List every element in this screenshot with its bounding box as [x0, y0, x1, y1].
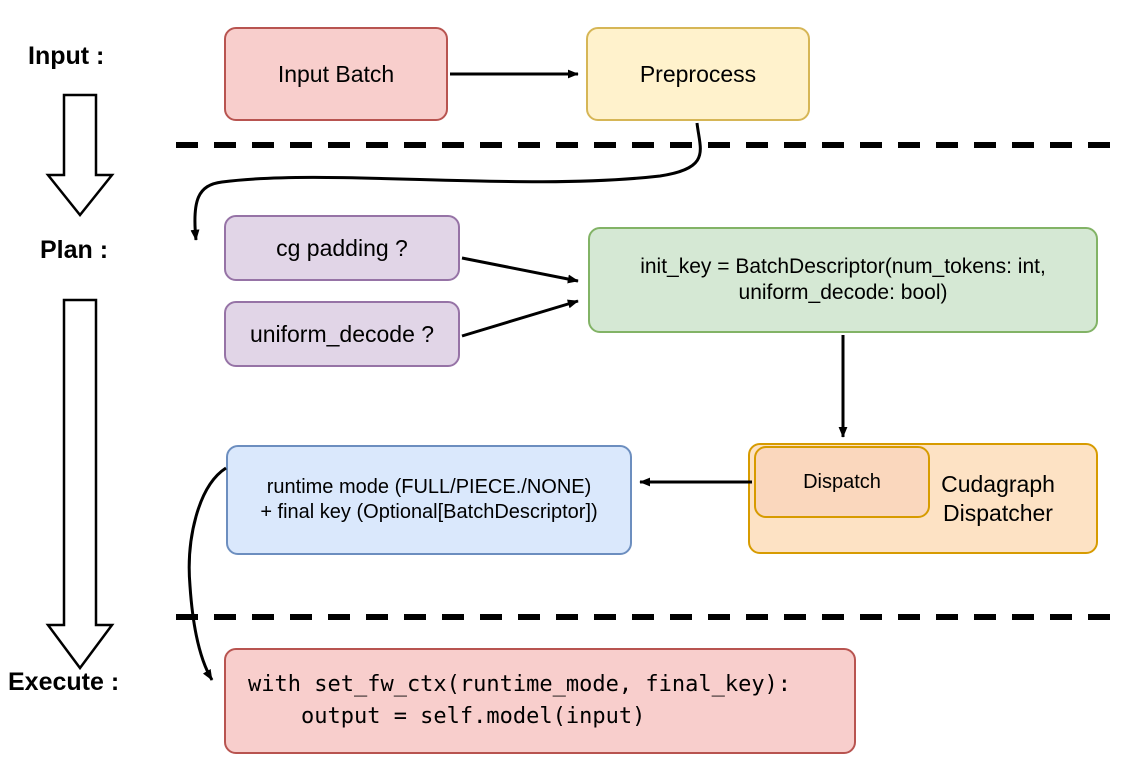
arrow-cg-padding-to-init-key [461, 256, 579, 284]
node-dispatch[interactable]: Dispatch [754, 446, 930, 518]
node-init-key-line1: init_key = BatchDescriptor(num_tokens: i… [640, 254, 1046, 278]
node-runtime-mode-line2: + final key (Optional[BatchDescriptor]) [260, 501, 598, 523]
node-execute-code[interactable]: with set_fw_ctx(runtime_mode, final_key)… [224, 648, 856, 754]
stage-label-plan: Plan : [40, 236, 109, 264]
node-execute-code-line1: with set_fw_ctx(runtime_mode, final_key)… [248, 672, 792, 698]
node-runtime-mode-line1: runtime mode (FULL/PIECE./NONE) [266, 476, 592, 498]
node-init-key-line2: uniform_decode: bool) [738, 281, 948, 304]
node-cg-padding[interactable]: cg padding ? [224, 215, 460, 281]
plan-to-execute-block-arrow [45, 298, 115, 671]
node-cg-padding-label: cg padding ? [276, 234, 408, 261]
node-runtime-mode[interactable]: runtime mode (FULL/PIECE./NONE) + final … [226, 445, 632, 555]
node-dispatch-label: Dispatch [803, 470, 881, 493]
node-input-batch[interactable]: Input Batch [224, 27, 448, 121]
node-preprocess-label: Preprocess [639, 60, 757, 87]
input-to-plan-block-arrow [45, 93, 115, 218]
arrow-uniform-decode-to-init-key [461, 299, 579, 338]
node-init-key[interactable]: init_key = BatchDescriptor(num_tokens: i… [588, 227, 1098, 333]
node-input-batch-label: Input Batch [277, 60, 395, 87]
node-preprocess[interactable]: Preprocess [586, 27, 810, 121]
node-cudagraph-dispatcher-line2: Dispatcher [943, 499, 1053, 526]
arrow-runtime-mode-to-execute-code [187, 466, 227, 681]
node-cudagraph-dispatcher-line1: Cudagraph [941, 470, 1055, 497]
node-execute-code-line2: output = self.model(input) [248, 704, 646, 729]
node-uniform-decode-label: uniform_decode ? [249, 320, 435, 347]
stage-label-input: Input : [28, 42, 105, 70]
node-uniform-decode[interactable]: uniform_decode ? [224, 301, 460, 367]
stage-label-execute: Execute : [8, 668, 120, 696]
